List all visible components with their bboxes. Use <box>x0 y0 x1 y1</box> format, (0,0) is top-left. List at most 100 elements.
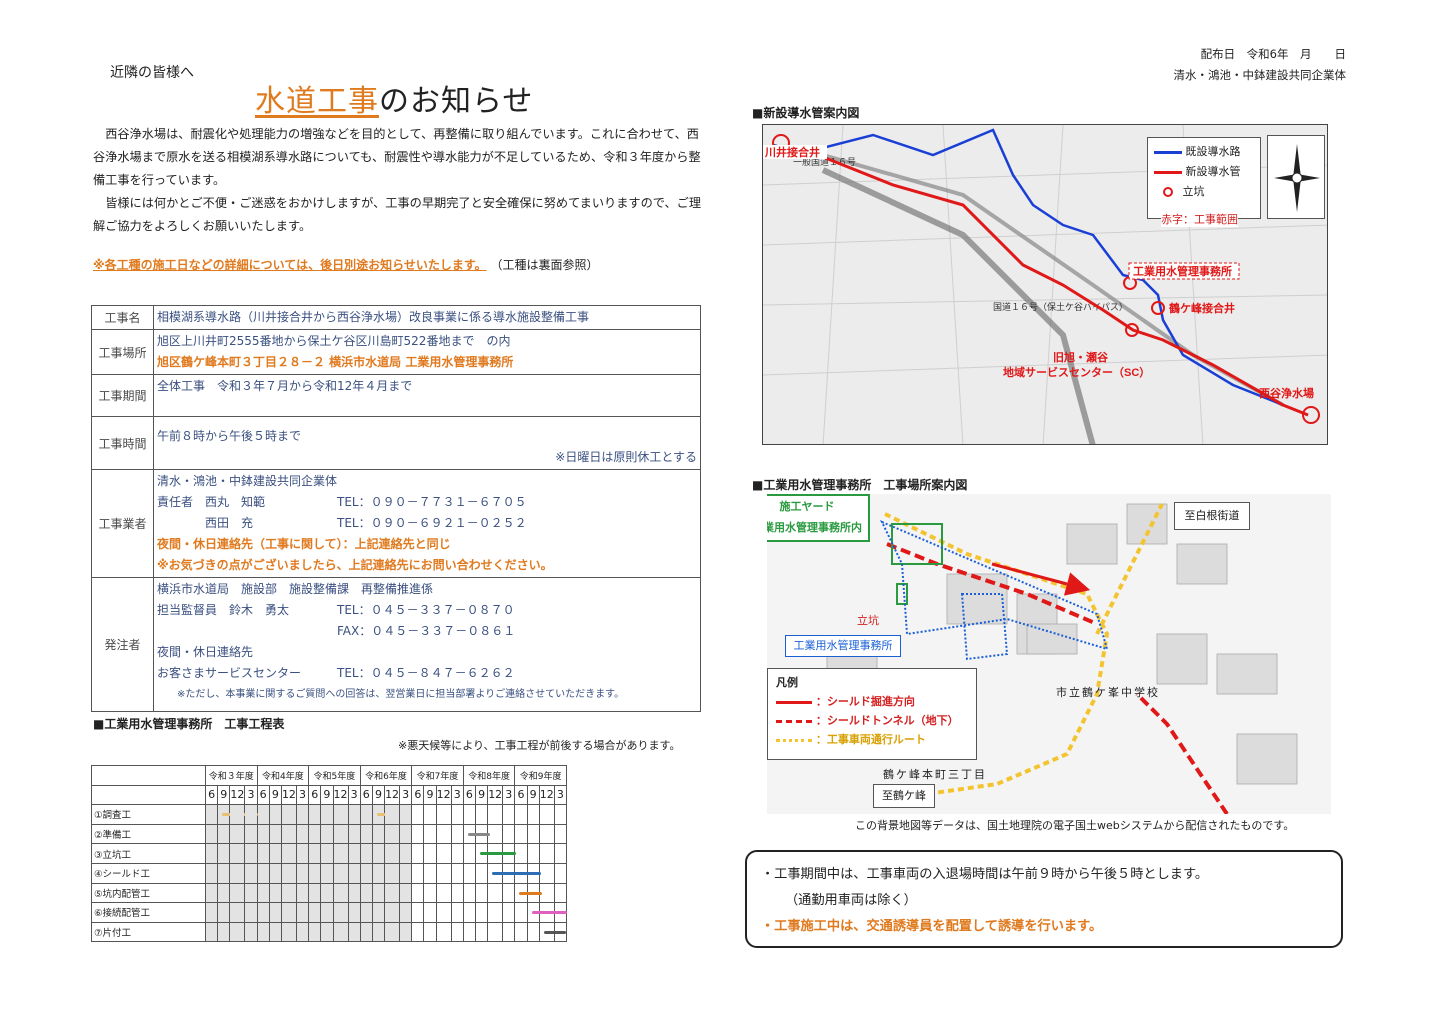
schedule-cell <box>502 843 516 864</box>
schedule-cell <box>538 882 555 904</box>
schedule-cell <box>399 882 413 904</box>
schedule-cell <box>462 882 477 904</box>
schedule-cell <box>308 823 322 845</box>
schedule-year: 令和３年度 <box>205 765 258 786</box>
compass-icon <box>1274 144 1320 212</box>
schedule-cell <box>384 804 401 825</box>
owner-foot: ※ただし、本事業に関するご質問への回答は、翌営業日に担当部署よりご連絡させていた… <box>177 689 625 700</box>
map1-title: ■新設導水管案内図 <box>752 106 860 120</box>
page-title: 水道工事のお知らせ <box>255 76 533 120</box>
task-name: ①調査工 <box>91 804 206 825</box>
schedule-month: 3 <box>450 784 464 806</box>
schedule-cell <box>332 902 349 923</box>
schedule-cell <box>256 921 270 943</box>
schedule-month: 12 <box>332 784 349 806</box>
schedule-cell <box>256 902 270 923</box>
schedule-cell <box>320 902 334 923</box>
schedule-title: ■工業用水管理事務所 工事工程表 <box>93 717 285 731</box>
schedule-cell <box>399 823 413 845</box>
schedule-cell <box>295 804 310 825</box>
schedule-cell <box>256 882 270 904</box>
schedule-cell <box>384 921 401 943</box>
schedule-cell <box>280 843 297 864</box>
schedule-corner <box>91 784 206 806</box>
map-credit: この背景地図等データは、国土地理院の電子国土webシステムから配信されたものです… <box>855 819 1295 832</box>
label-contractor: 工事業者 <box>91 469 154 578</box>
schedule-cell <box>462 921 477 943</box>
notice: ※各工種の施工日などの詳細については、後日別途お知らせいたします。 （工種は裏面… <box>93 256 598 273</box>
schedule-cell <box>553 823 567 845</box>
notice-box-line: ・工事期間中は、工事車両の入退場時間は午前９時から午後５時とします。 <box>761 867 1209 882</box>
info-table: 工事名 相模湖系導水路（川井接合井から西谷浄水場）改良事業に係る導水施設整備工事… <box>91 305 701 712</box>
schedule-cell <box>435 823 452 845</box>
schedule-cell <box>526 902 568 923</box>
label-sc: 地域サービスセンター（SC） <box>1003 365 1150 379</box>
map2-legend: 凡例 ：シールド掘進方向 ：シールドトンネル（地下） ：工事車両通行ルート <box>767 668 977 760</box>
schedule-cell <box>553 921 567 943</box>
schedule-cell <box>450 921 464 943</box>
legend-existing: 既設導水路 <box>1185 145 1241 158</box>
schedule-cell <box>411 804 425 825</box>
schedule-month: 12 <box>487 784 504 806</box>
schedule-cell <box>268 882 282 904</box>
greeting: 近隣の皆様へ <box>110 65 194 81</box>
schedule-note: ※悪天候等により、工事工程が前後する場合があります。 <box>398 739 681 752</box>
schedule-cell <box>332 921 349 943</box>
label-sc: 旧旭・瀬谷 <box>1053 350 1109 364</box>
contractor-tel: TEL：０９０－６９２１－０２５２ <box>337 516 527 530</box>
schedule-cell <box>280 804 297 825</box>
shaft-label: 立坑 <box>857 614 879 627</box>
schedule-cell <box>538 902 555 923</box>
schedule-cell <box>256 862 270 884</box>
yard-label: 施工ヤード 工業用水管理事務所内 <box>767 494 870 542</box>
schedule-cell <box>280 862 297 884</box>
schedule-cell <box>487 804 504 825</box>
schedule-cell <box>423 862 437 884</box>
place-line-highlight: 旭区鶴ケ峰本町３丁目２８－２ 横浜市水道局 工業用水管理事務所 <box>157 355 514 369</box>
schedule-cell <box>229 921 246 943</box>
task-name: ③立坑工 <box>91 843 206 864</box>
schedule-cell <box>320 823 334 845</box>
schedule-month: 9 <box>268 784 282 806</box>
schedule-cell <box>526 804 540 825</box>
schedule-cell <box>399 843 413 864</box>
schedule-cell <box>474 921 489 943</box>
to-shirane-label: 至白根街道 <box>1174 502 1250 530</box>
label-period: 工事期間 <box>91 374 154 417</box>
schedule-year: 令和7年度 <box>411 765 464 786</box>
pipeline-map: 一般国道１６号 国道１６号（保土ケ谷バイパス） 川井接合井 工業用水管理事務所 … <box>762 124 1328 445</box>
schedule-cell <box>411 843 425 864</box>
owner-night: 夜間・休日連絡先 <box>157 645 254 659</box>
schedule-cell <box>229 804 246 825</box>
schedule-month: 9 <box>474 784 489 806</box>
schedule-cell <box>423 823 437 845</box>
schedule-cell <box>204 823 219 845</box>
schedule-cell <box>371 902 386 923</box>
schedule-year: 令和4年度 <box>256 765 310 786</box>
legend-item: ：工事車両通行ルート <box>815 733 926 746</box>
schedule-cell <box>204 862 219 884</box>
schedule-cell <box>411 862 425 884</box>
distribution-date: 配布日 令和6年 月 日 <box>1200 47 1346 61</box>
schedule-cell <box>487 882 504 904</box>
owner-name: 横浜市水道局 施設部 施設整備課 再整備推進係 <box>157 582 434 596</box>
schedule-cell <box>359 921 373 943</box>
schedule-cell <box>526 882 540 904</box>
task-name: ④シールド工 <box>91 862 206 884</box>
notice-box: ・工事期間中は、工事車両の入退場時間は午前９時から午後５時とします。 （通勤用車… <box>745 850 1343 948</box>
schedule-cell <box>359 862 373 884</box>
schedule-cell <box>295 902 310 923</box>
schedule-cell <box>332 804 349 825</box>
schedule-cell <box>308 862 322 884</box>
schedule-month: 6 <box>462 784 477 806</box>
schedule-cell <box>450 862 464 884</box>
schedule-month: 6 <box>308 784 322 806</box>
schedule-cell <box>244 843 258 864</box>
schedule-cell <box>435 804 452 825</box>
schedule-month: 6 <box>514 784 528 806</box>
pipeline-map-svg: 一般国道１６号 国道１６号（保土ケ谷バイパス） 川井接合井 工業用水管理事務所 … <box>763 125 1327 444</box>
schedule-cell <box>347 843 361 864</box>
schedule-cell <box>320 843 334 864</box>
owner-tel: TEL：０４５－３３７－０８７０ <box>337 603 515 617</box>
